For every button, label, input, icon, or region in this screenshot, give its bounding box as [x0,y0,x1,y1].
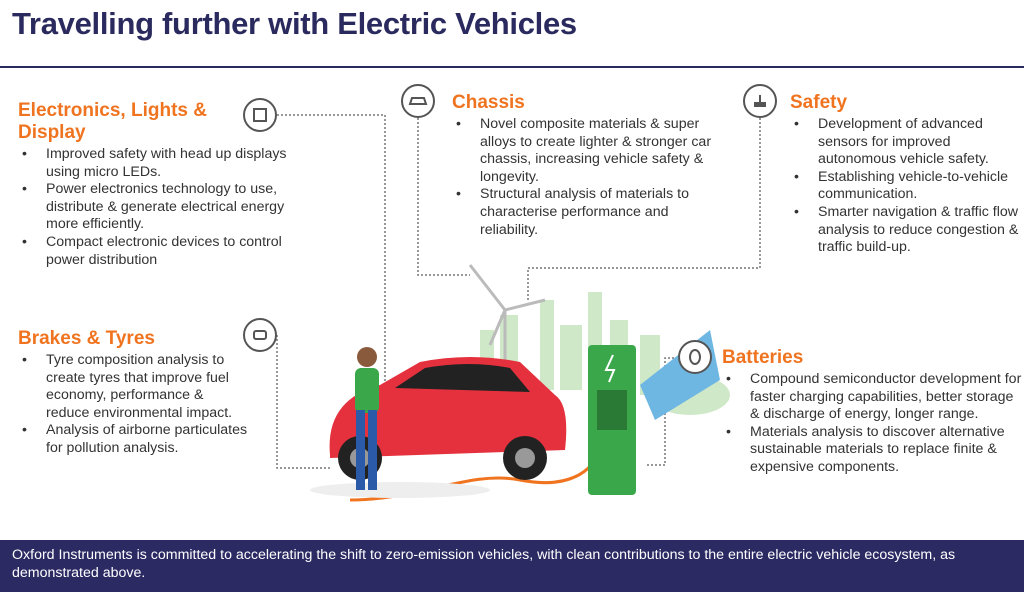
battery-leaf-icon [678,340,712,374]
section-electronics: Electronics, Lights & Display Improved s… [18,100,288,269]
section-brakes: Brakes & Tyres Tyre composition analysis… [18,328,248,458]
bullet: Smarter navigation & traffic flow analys… [790,204,1022,257]
section-chassis: Chassis Novel composite materials & supe… [452,92,722,239]
title-divider [0,66,1024,68]
connector-lines [276,114,761,469]
section-safety: Safety Development of advanced sensors f… [790,92,1022,257]
car [310,357,567,498]
sensor-icon [743,84,777,118]
section-heading: Batteries [722,347,804,368]
page-title: Travelling further with Electric Vehicle… [12,6,577,41]
chip-icon [243,98,277,132]
car-icon [401,84,435,118]
bullet: Structural analysis of materials to char… [452,186,722,239]
bullet: Tyre composition analysis to create tyre… [18,352,248,422]
bullet: Compound semiconductor development for f… [722,371,1022,424]
bullet: Materials analysis to discover alternati… [722,424,1022,477]
bullet: Novel composite materials & super alloys… [452,116,722,186]
section-heading: Brakes & Tyres [18,328,155,349]
section-batteries: Batteries Compound semiconductor develop… [722,347,1022,477]
bullet: Analysis of airborne particulates for po… [18,422,248,457]
section-heading: Chassis [452,92,525,113]
bullet: Establishing vehicle-to-vehicle communic… [790,169,1022,204]
section-heading: Safety [790,92,848,113]
section-heading: Electronics, Lights & Display [18,100,207,143]
bullet: Development of advanced sensors for impr… [790,116,1022,169]
tyres-icon [243,318,277,352]
bullet: Compact electronic devices to control po… [18,234,288,269]
footer-banner: Oxford Instruments is committed to accel… [0,540,1024,592]
bullet: Power electronics technology to use, dis… [18,181,288,234]
bullet: Improved safety with head up displays us… [18,146,288,181]
person [355,347,379,490]
charging-station [588,345,636,495]
